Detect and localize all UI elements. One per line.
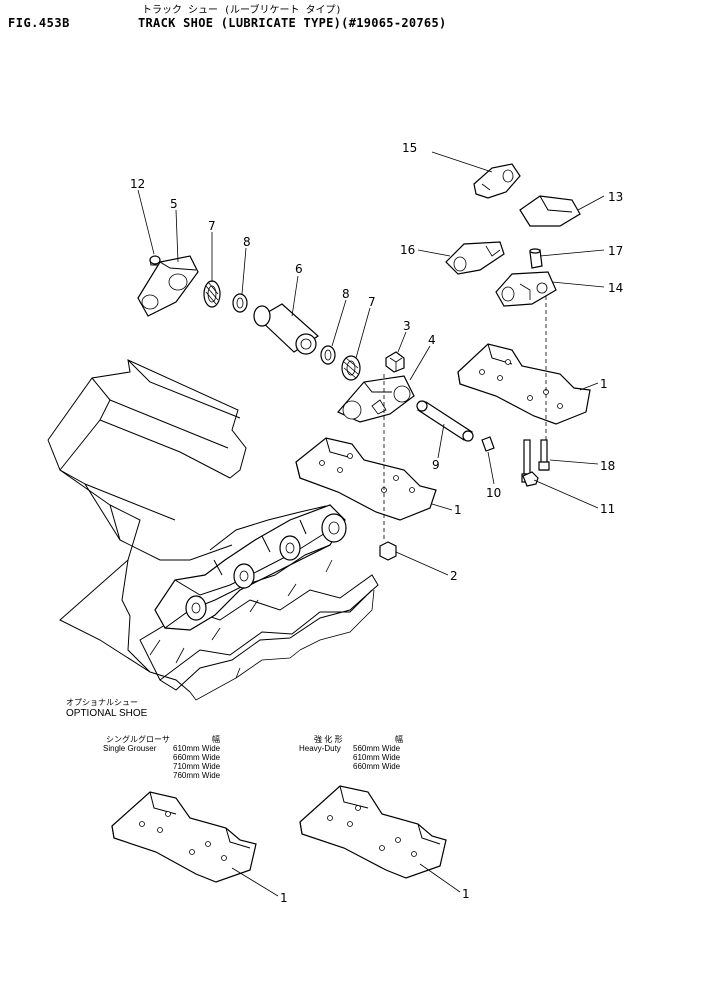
callout-5: 5 [170, 197, 178, 211]
part-12-master-link [519, 195, 581, 227]
callout-8: 8 [342, 287, 350, 301]
part-6-bushing [253, 303, 319, 355]
width-japanese: 幅 [395, 734, 403, 744]
single-width: 610mm Wide [173, 744, 221, 753]
callout-1: 1 [462, 887, 470, 901]
page-title-japanese: トラック シュー (ルーブリケート タイプ) [142, 5, 342, 16]
heavy-width: 660mm Wide [353, 762, 401, 771]
callout-11: 12 [130, 177, 145, 191]
part-4-link [337, 375, 415, 423]
part-1-shoe-plate [295, 437, 437, 521]
heavy-duty-name: Heavy-Duty [299, 744, 341, 753]
callout-6: 6 [295, 262, 303, 276]
part-5-link [137, 255, 199, 317]
figure-number: FIG.453B [8, 16, 70, 30]
callout-10: 10 [486, 486, 501, 500]
heavy-duty-japanese: 強 化 形 [314, 734, 342, 744]
callout-8: 8 [243, 235, 251, 249]
part-16-bushing [529, 248, 543, 269]
optional-shoe-section: オプショナルシュー OPTIONAL SHOE シングルグローサ 幅 Singl… [66, 698, 470, 905]
heavy-width: 560mm Wide [353, 744, 401, 753]
assembled-track-illustration [47, 359, 379, 701]
callout-12: 13 [608, 190, 623, 204]
page-title: TRACK SHOE (LUBRICATE TYPE)(#19065-20765… [138, 16, 447, 30]
optional-label: OPTIONAL SHOE [66, 708, 148, 719]
heavy-duty-shoe: 1 [299, 785, 470, 901]
single-width: 710mm Wide [173, 762, 221, 771]
callout-15: 16 [400, 243, 415, 257]
callout-leaders [137, 151, 605, 576]
callout-1: 1 [600, 377, 608, 391]
part-8-ring [320, 345, 336, 365]
callout-16: 17 [608, 244, 623, 258]
callout-4: 4 [428, 333, 436, 347]
callout-7: 7 [368, 295, 376, 309]
part-13-master-link [495, 271, 557, 307]
single-width: 760mm Wide [173, 771, 221, 780]
callout-7: 7 [208, 219, 216, 233]
callout-18: 11 [600, 502, 615, 516]
part-7-seal [203, 280, 221, 308]
part-2-bolt [379, 374, 397, 561]
callout-1: 1 [280, 891, 288, 905]
single-grouser-name: Single Grouser [103, 744, 157, 753]
callout-9: 9 [432, 458, 440, 472]
part-10-plug [481, 436, 495, 452]
part-8-ring [232, 293, 248, 313]
single-grouser-shoe: 1 [111, 791, 288, 905]
width-japanese: 幅 [212, 734, 220, 744]
optional-label-japanese: オプショナルシュー [66, 698, 138, 707]
part-3-nut [385, 351, 405, 373]
callout-labels: 12 5 7 8 6 8 7 3 4 9 10 15 13 16 17 14 1… [130, 141, 623, 583]
callout-3: 3 [403, 319, 411, 333]
single-grouser-japanese: シングルグローサ [106, 734, 170, 744]
callout-2: 2 [450, 569, 458, 583]
part-1-shoe-plate [457, 343, 591, 425]
single-width: 660mm Wide [173, 753, 221, 762]
heavy-width: 610mm Wide [353, 753, 401, 762]
part-9-pin [416, 400, 474, 442]
callout-1: 1 [454, 503, 462, 517]
part-11-plug [149, 255, 161, 266]
callout-17: 18 [600, 459, 615, 473]
part-15-master-link [445, 241, 505, 275]
callout-14: 15 [402, 141, 417, 155]
callout-13: 14 [608, 281, 623, 295]
part-7-seal [341, 355, 361, 381]
part-14-master-link [473, 163, 521, 199]
